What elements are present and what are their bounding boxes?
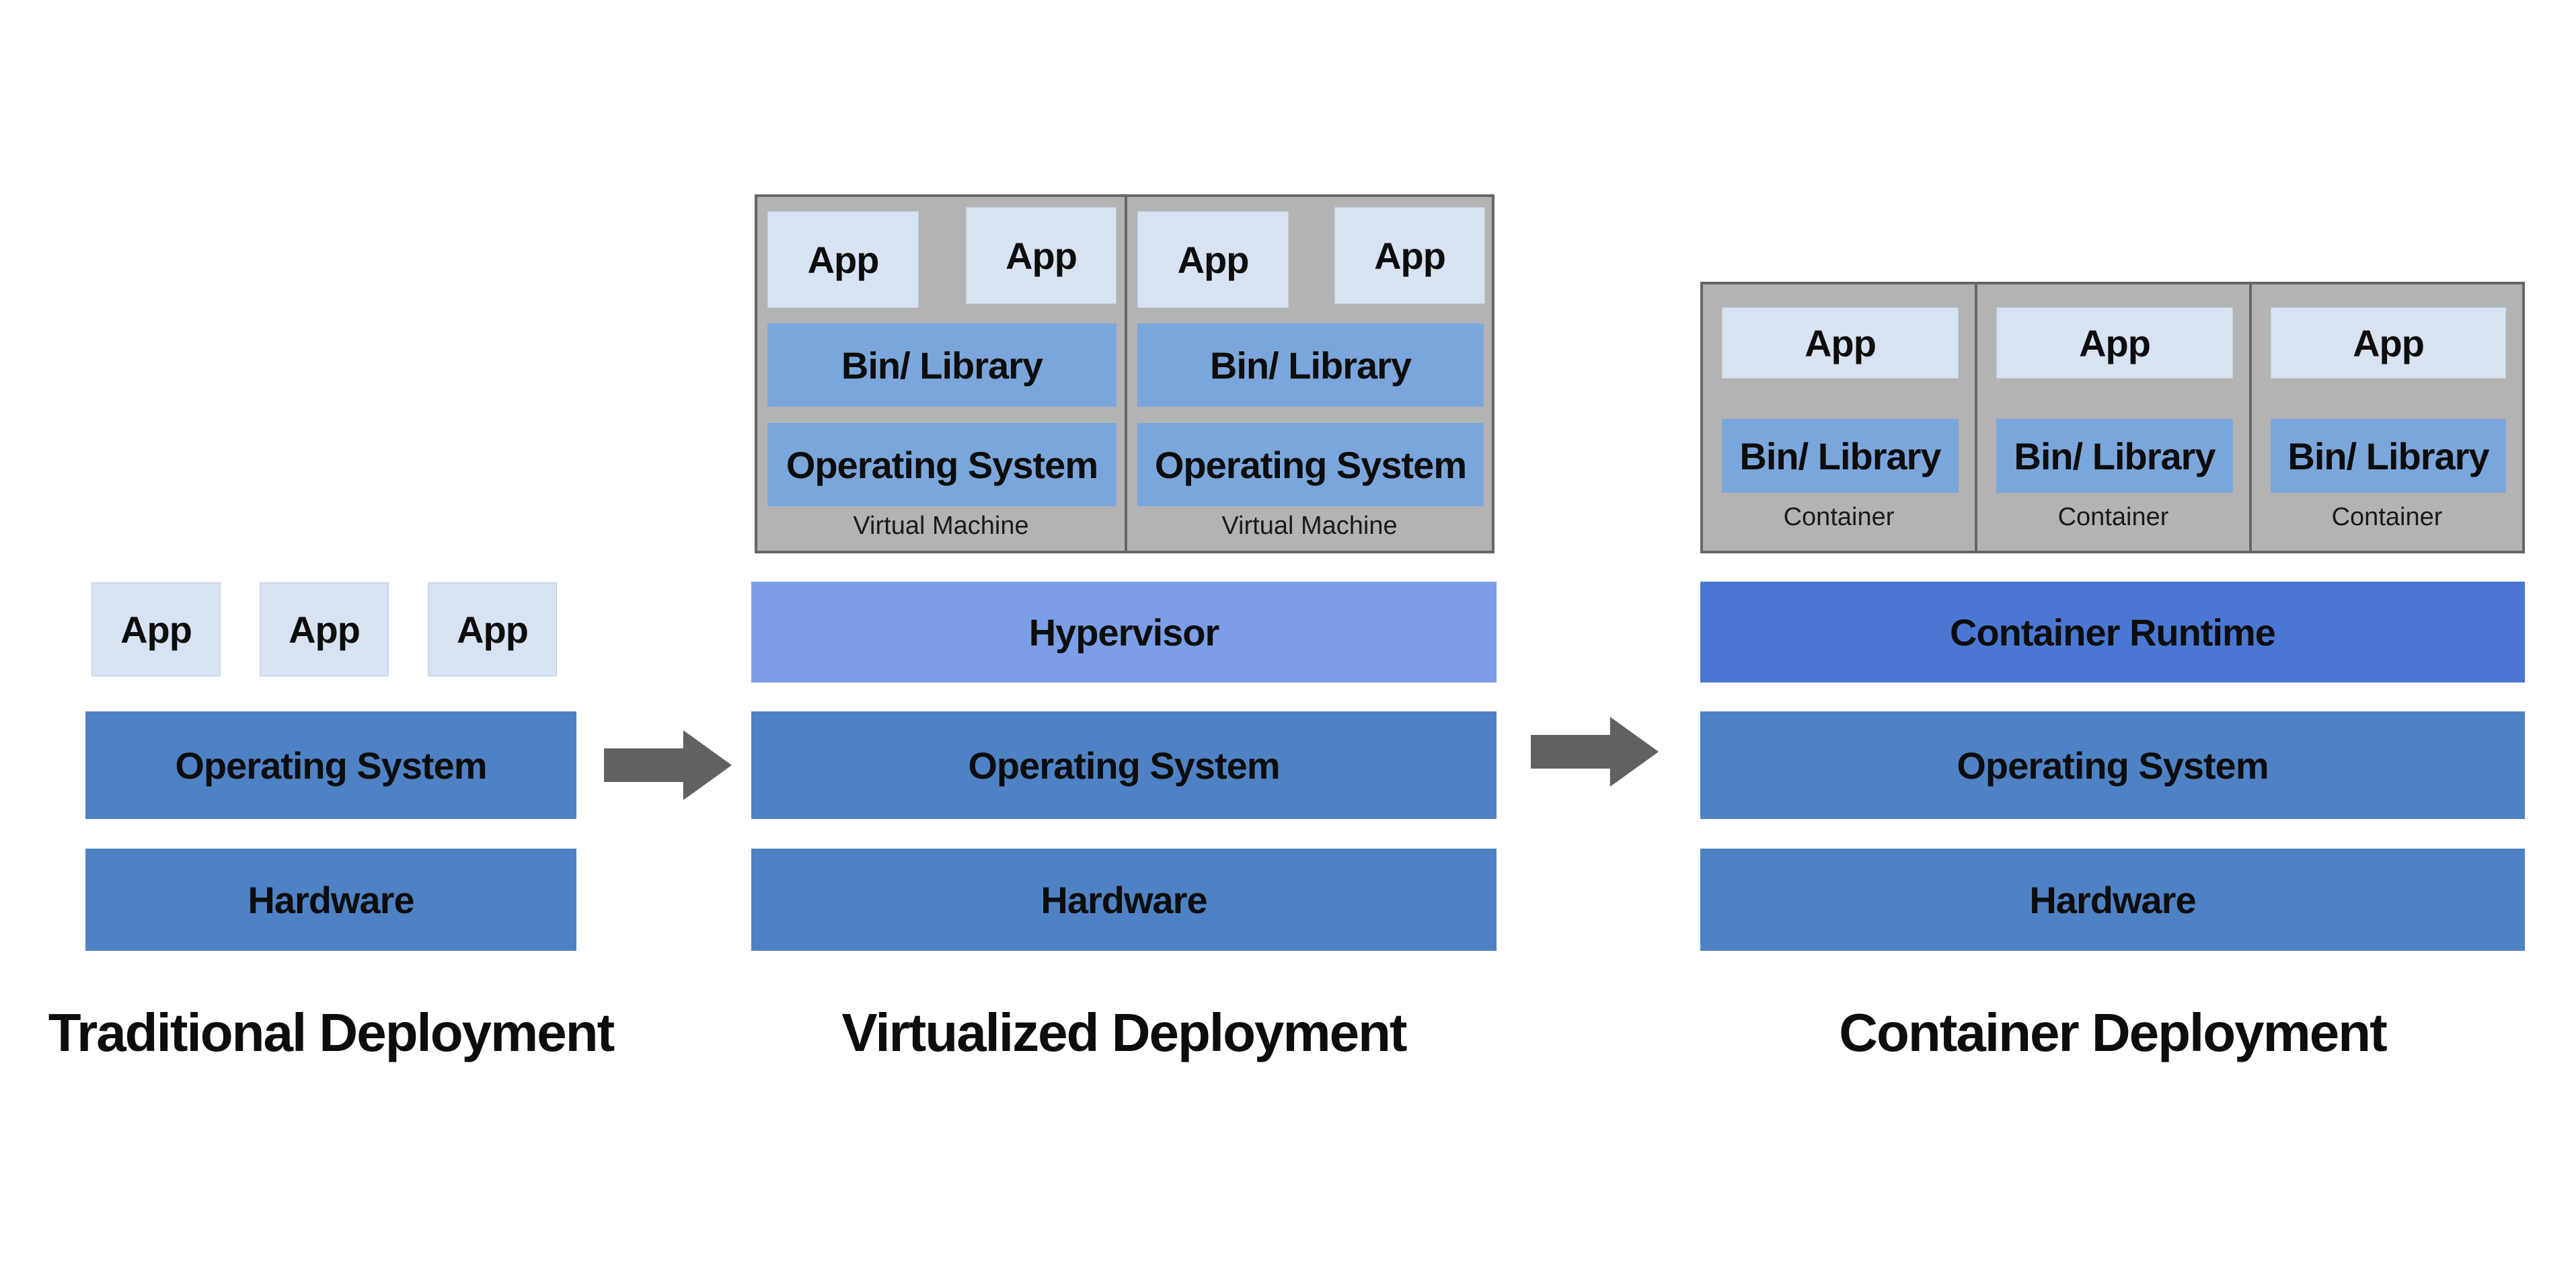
vm1-bin-library-box: Bin/ Library bbox=[767, 323, 1116, 407]
container-box-1: App Bin/ Library Container bbox=[1700, 282, 1977, 553]
traditional-app-box-2: App bbox=[260, 582, 389, 676]
vm2-os-box: Operating System bbox=[1137, 423, 1484, 506]
traditional-section-title: Traditional Deployment bbox=[48, 1003, 615, 1062]
container2-app-box: App bbox=[1996, 307, 2233, 379]
container3-app-box: App bbox=[2271, 307, 2506, 379]
hypervisor-box: Hypervisor bbox=[751, 582, 1497, 682]
vm1-os-box: Operating System bbox=[767, 423, 1116, 506]
container-section-title: Container Deployment bbox=[1839, 1003, 2387, 1062]
vm2-bin-library-box: Bin/ Library bbox=[1137, 323, 1484, 407]
container-hardware-box: Hardware bbox=[1700, 849, 2525, 951]
container-runtime-box: Container Runtime bbox=[1700, 582, 2525, 682]
container-os-box: Operating System bbox=[1700, 711, 2525, 819]
right-arrow-icon bbox=[1531, 717, 1659, 787]
container3-label: Container bbox=[2331, 503, 2443, 531]
container3-bin-library-box: Bin/ Library bbox=[2271, 419, 2506, 493]
container-box-2: App Bin/ Library Container bbox=[1975, 282, 2252, 553]
virtualized-os-box: Operating System bbox=[751, 711, 1497, 819]
traditional-hardware-box: Hardware bbox=[85, 849, 576, 951]
right-arrow-icon bbox=[604, 730, 732, 800]
traditional-app-box-1: App bbox=[91, 582, 221, 676]
virtual-machine-box-2: App App Bin/ Library Operating System Vi… bbox=[1125, 194, 1494, 553]
container2-bin-library-box: Bin/ Library bbox=[1996, 419, 2233, 493]
virtual-machine-box-1: App App Bin/ Library Operating System Vi… bbox=[755, 194, 1127, 553]
vm2-label: Virtual Machine bbox=[1221, 512, 1398, 540]
virtualized-hardware-box: Hardware bbox=[751, 849, 1497, 951]
container1-bin-library-box: Bin/ Library bbox=[1722, 419, 1959, 493]
vm1-label: Virtual Machine bbox=[853, 512, 1029, 540]
container1-app-box: App bbox=[1722, 307, 1959, 379]
virtualized-section-title: Virtualized Deployment bbox=[841, 1003, 1407, 1062]
container1-label: Container bbox=[1783, 503, 1895, 531]
container-box-3: App Bin/ Library Container bbox=[2249, 282, 2525, 553]
traditional-app-box-3: App bbox=[428, 582, 557, 676]
vm1-app-box-2: App bbox=[966, 207, 1116, 304]
vm1-app-box-1: App bbox=[767, 211, 919, 308]
traditional-os-box: Operating System bbox=[85, 711, 576, 819]
container2-label: Container bbox=[2057, 503, 2169, 531]
vm2-app-box-1: App bbox=[1137, 211, 1289, 308]
vm2-app-box-2: App bbox=[1334, 207, 1485, 304]
